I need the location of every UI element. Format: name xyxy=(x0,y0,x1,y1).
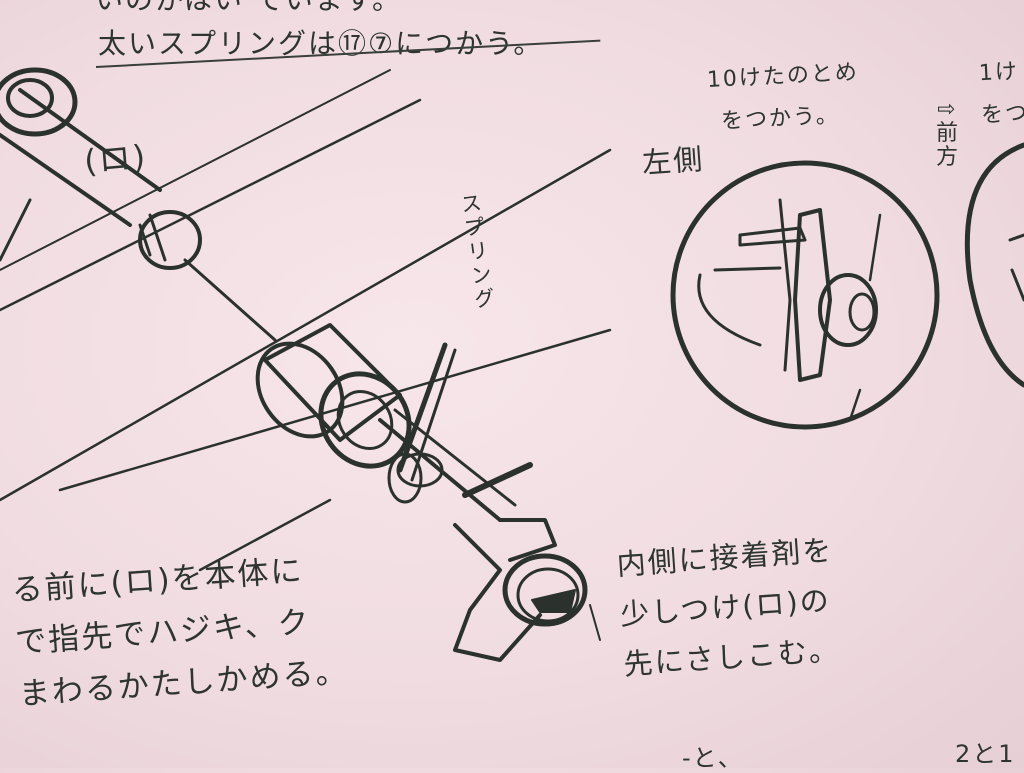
stop-note-1-line2: をつかう。 xyxy=(720,103,841,135)
label-left-side: 左側 xyxy=(641,141,706,181)
label-ro: (ロ) xyxy=(82,137,149,181)
bottom-text-1: -と、 xyxy=(682,744,744,772)
note-right: 内側に接着剤を 少しつけ(ロ)の 先にさしこむ。 xyxy=(615,525,842,690)
cut-off-top-text: いのかはい ています。 xyxy=(95,0,402,18)
heading-text: 太いスプリングは⑰⑦につかう。 xyxy=(98,27,544,60)
bottom-text-2: 2と1 xyxy=(955,740,1016,768)
note-left: る前に(ロ)を本体に で指先でハジキ、ク まわるかたしかめる。 xyxy=(10,542,350,721)
label-front: ⇧前方 xyxy=(932,100,957,169)
stop-note-1: 10けたのとめ をつかう。 xyxy=(706,52,862,144)
stop-note-2: 1け をつ xyxy=(978,51,1024,137)
stop-note-2-line2: をつ xyxy=(980,100,1024,129)
stop-note-2-line1: 1け xyxy=(978,59,1020,87)
